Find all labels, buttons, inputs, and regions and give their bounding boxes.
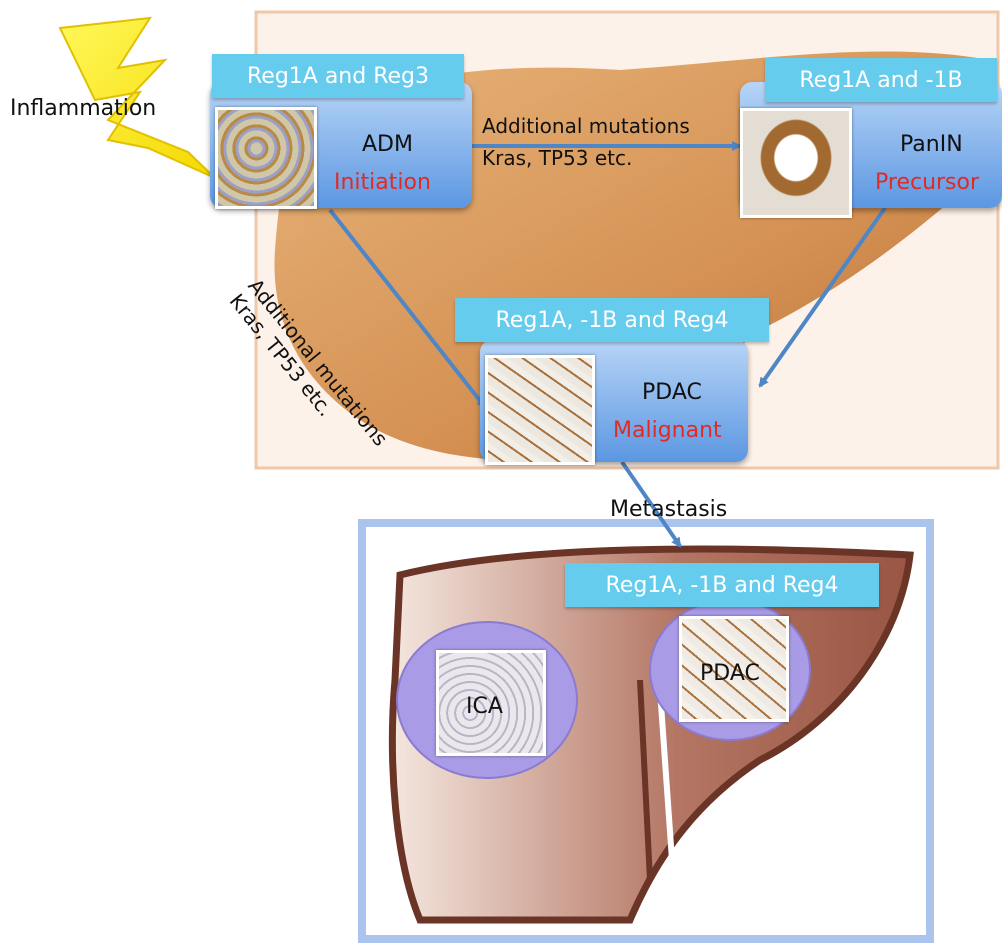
pdac-role: Malignant: [613, 418, 722, 443]
inflammation-label: Inflammation: [10, 96, 156, 121]
panin-role: Precursor: [875, 170, 979, 195]
adm-histology-image: [215, 107, 317, 209]
metastasis-label: Metastasis: [610, 497, 727, 522]
panin-name: PanIN: [900, 132, 963, 157]
adm-name: ADM: [362, 132, 413, 157]
pdac-histology-image: [485, 355, 595, 465]
adm-header: Reg1A and Reg3: [212, 54, 464, 98]
adm-panin-arrow-label-line2: Kras, TP53 etc.: [482, 146, 632, 170]
ica-label: ICA: [466, 694, 503, 719]
panin-histology-image: [740, 108, 852, 218]
liver-pdac-label: PDAC: [700, 661, 760, 686]
panin-header: Reg1A and -1B: [765, 58, 997, 102]
adm-panin-arrow-label-line1: Additional mutations: [482, 114, 690, 138]
pdac-header: Reg1A, -1B and Reg4: [455, 298, 769, 342]
pdac-name: PDAC: [642, 380, 702, 405]
adm-role: Initiation: [334, 170, 431, 195]
liver-pdac-header: Reg1A, -1B and Reg4: [565, 563, 879, 607]
